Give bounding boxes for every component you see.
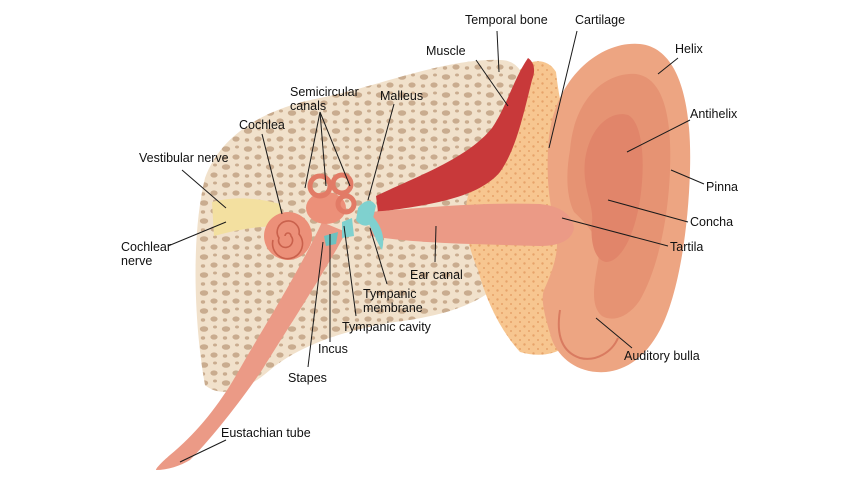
- label-auditory-bulla: Auditory bulla: [624, 349, 700, 363]
- label-cartilage: Cartilage: [575, 13, 625, 27]
- label-helix: Helix: [675, 42, 704, 56]
- label-semicircular-canals-line1: Semicircular: [290, 85, 359, 99]
- label-cochlear-nerve-line2: nerve: [121, 254, 152, 268]
- ossicles-shape: [324, 200, 384, 250]
- ear-canal-shape: [370, 203, 574, 246]
- leader-lines: [167, 30, 705, 463]
- label-vestibular-nerve: Vestibular nerve: [139, 151, 229, 165]
- label-cochlea: Cochlea: [239, 118, 285, 132]
- label-muscle: Muscle: [426, 44, 466, 58]
- label-eustachian-tube: Eustachian tube: [221, 426, 311, 440]
- label-temporal-bone: Temporal bone: [465, 13, 548, 27]
- label-malleus: Malleus: [380, 89, 423, 103]
- semicircular-canals-shape: [306, 172, 357, 224]
- label-tympanic-cavity: Tympanic cavity: [342, 320, 432, 334]
- nerve-shape: [212, 198, 282, 236]
- label-ear-canal: Ear canal: [410, 268, 463, 282]
- label-tartila: Tartila: [670, 240, 703, 254]
- label-cochlear-nerve-line1: Cochlear: [121, 240, 171, 254]
- label-semicircular-canals-line2: canals: [290, 99, 326, 113]
- label-incus: Incus: [318, 342, 348, 356]
- muscle-shape: [376, 58, 535, 212]
- label-tympanic-membrane-line1: Tympanic: [363, 287, 417, 301]
- label-pinna: Pinna: [706, 180, 738, 194]
- pinna-shape: [542, 43, 691, 373]
- eustachian-tube-shape: [156, 222, 346, 470]
- cochlea-shape: [264, 212, 312, 260]
- label-tympanic-membrane-line2: membrane: [363, 301, 423, 315]
- label-concha: Concha: [690, 215, 733, 229]
- label-stapes: Stapes: [288, 371, 327, 385]
- label-antihelix: Antihelix: [690, 107, 738, 121]
